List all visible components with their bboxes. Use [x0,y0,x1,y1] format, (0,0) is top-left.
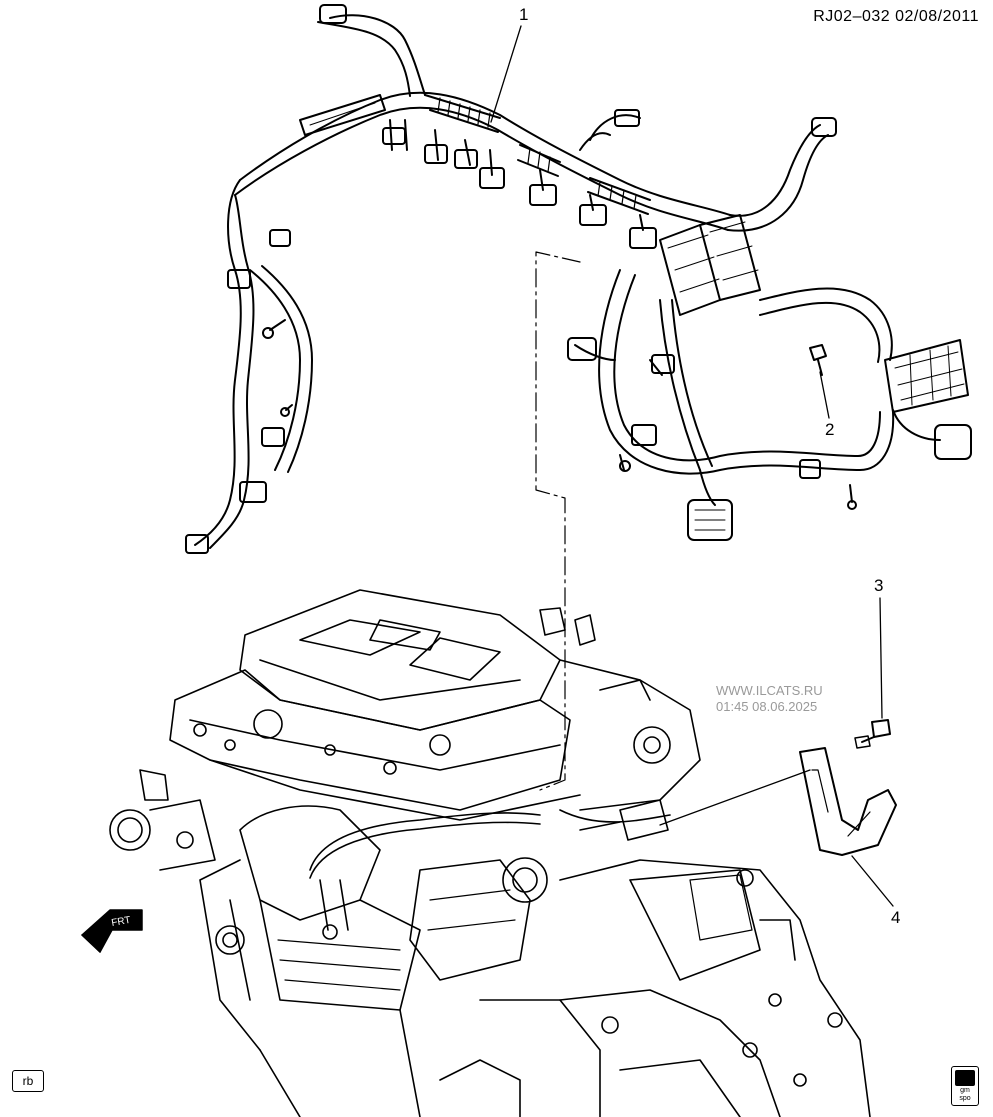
gm-logo-text: gm [960,1087,970,1094]
front-arrow-label: FRT [111,915,132,929]
watermark-timestamp: 01:45 08.06.2025 [716,699,818,714]
callout-1[interactable]: 1 [519,5,529,24]
spo-logo-text: spo [959,1095,971,1102]
callout-2[interactable]: 2 [825,420,835,439]
gm-logo-mark [955,1070,975,1086]
front-direction-arrow [81,909,143,953]
callout-4[interactable]: 4 [891,908,901,927]
diagram-reference-code: RJ02–032 02/08/2011 [813,8,979,25]
callout-3[interactable]: 3 [874,576,884,595]
engine-wiring-harness [185,4,972,554]
bracket-bolt [854,719,891,749]
watermark: WWW.ILCATS.RU 01:45 08.06.2025 [716,683,823,715]
installation-guide-line [535,251,581,791]
harness-bracket [799,747,897,856]
view-box-label: rb [12,1070,44,1092]
watermark-site: WWW.ILCATS.RU [716,683,823,698]
harness-bolt [809,344,827,376]
leader-lines [490,25,894,907]
engine-assembly [109,589,871,1117]
gm-spo-logo: gm spo [951,1066,979,1106]
